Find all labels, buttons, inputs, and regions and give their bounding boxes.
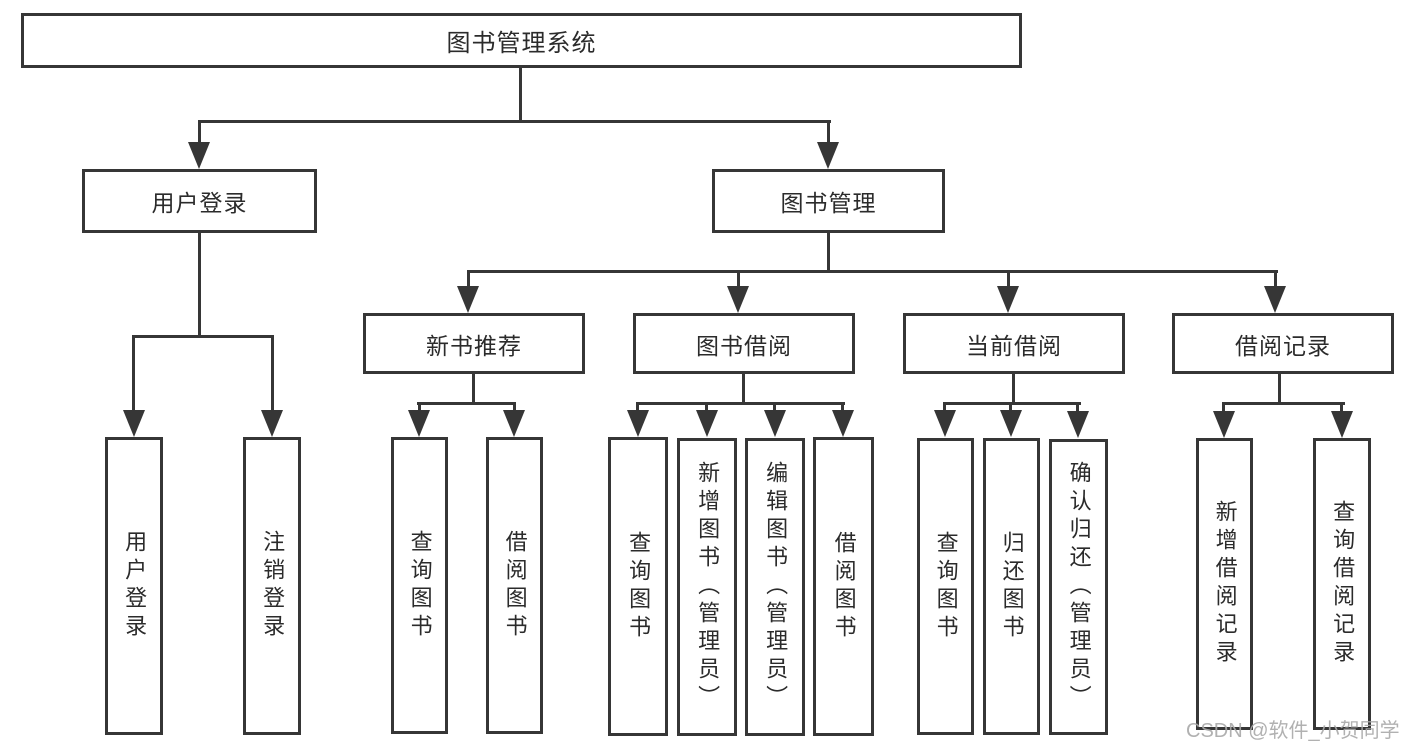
- connector-stem: [1076, 405, 1079, 413]
- connector-stem: [773, 405, 776, 413]
- connector-hline: [943, 402, 1081, 405]
- connector-stem: [271, 338, 274, 412]
- leaf-current-confirm-admin-label: 确认归还（管理员）: [1066, 461, 1092, 713]
- leaf-logout-label: 注销登录: [260, 530, 286, 642]
- connector-stem: [467, 273, 470, 288]
- leaf-borrow-book-label: 借阅图书: [831, 530, 857, 643]
- leaf-borrow-edit-admin: 编辑图书（管理员）: [745, 438, 805, 736]
- leaf-borrow-add-admin-label: 新增图书（管理员）: [695, 461, 721, 713]
- connector-login-vline: [198, 233, 201, 338]
- connector-stem: [513, 405, 516, 413]
- connector-stem: [827, 123, 830, 147]
- leaf-logout: 注销登录: [243, 437, 301, 735]
- node-book-management: 图书管理: [712, 169, 945, 233]
- arrowhead: [696, 410, 718, 437]
- arrowhead: [997, 286, 1019, 313]
- connector-mgmt-hline: [467, 270, 1278, 273]
- arrowhead: [188, 142, 210, 169]
- arrowhead: [457, 286, 479, 313]
- node-borrow-record: 借阅记录: [1172, 313, 1394, 374]
- connector-stem: [1340, 405, 1343, 413]
- arrowhead: [503, 410, 525, 437]
- leaf-newbook-borrow-label: 借阅图书: [502, 529, 528, 642]
- arrowhead: [934, 410, 956, 437]
- arrowhead: [832, 410, 854, 437]
- node-book-borrow-label: 图书借阅: [696, 332, 792, 359]
- connector-stem: [132, 338, 135, 412]
- connector-stem: [943, 405, 946, 413]
- node-root: 图书管理系统: [21, 13, 1022, 68]
- connector-stem: [737, 273, 740, 288]
- arrowhead: [1331, 411, 1353, 438]
- arrowhead: [727, 286, 749, 313]
- leaf-borrow-book: 借阅图书: [813, 437, 874, 736]
- node-current-borrow-label: 当前借阅: [966, 332, 1062, 359]
- arrowhead: [123, 410, 145, 437]
- arrowhead: [627, 410, 649, 437]
- leaf-record-add-label: 新增借阅记录: [1212, 500, 1238, 668]
- connector-mgmt-vline: [827, 233, 830, 273]
- arrowhead: [261, 410, 283, 437]
- leaf-current-query-label: 查询图书: [933, 530, 959, 643]
- connector-hline: [1222, 402, 1345, 405]
- connector-hline: [636, 402, 845, 405]
- leaf-borrow-add-admin: 新增图书（管理员）: [677, 438, 737, 736]
- node-user-login-label: 用户登录: [151, 190, 248, 216]
- leaf-borrow-edit-admin-label: 编辑图书（管理员）: [763, 461, 789, 713]
- arrowhead: [1213, 411, 1235, 438]
- leaf-newbook-borrow: 借阅图书: [486, 437, 543, 734]
- leaf-current-return-label: 归还图书: [999, 530, 1025, 643]
- connector-login-hline: [132, 335, 274, 338]
- leaf-user-login-label: 用户登录: [122, 530, 148, 642]
- arrowhead: [1264, 286, 1286, 313]
- connector-hline: [417, 402, 516, 405]
- connector-stem: [1274, 273, 1277, 288]
- node-new-book-recommend-label: 新书推荐: [426, 332, 522, 359]
- connector-stem: [841, 405, 844, 413]
- leaf-newbook-query: 查询图书: [391, 437, 448, 734]
- arrowhead: [764, 410, 786, 437]
- arrowhead: [1067, 411, 1089, 438]
- connector-vline: [742, 374, 745, 405]
- connector-stem: [198, 123, 201, 147]
- csdn-watermark: CSDN @软件_小贺同学: [1186, 720, 1400, 742]
- connector-vline: [1278, 374, 1281, 405]
- connector-stem: [418, 405, 421, 413]
- connector-root-hline: [198, 120, 831, 123]
- leaf-record-query: 查询借阅记录: [1313, 438, 1371, 730]
- node-current-borrow: 当前借阅: [903, 313, 1125, 374]
- connector-vline: [472, 374, 475, 405]
- connector-root-vline: [519, 68, 522, 123]
- leaf-current-confirm-admin: 确认归还（管理员）: [1049, 439, 1108, 735]
- leaf-current-return: 归还图书: [983, 438, 1040, 735]
- leaf-newbook-query-label: 查询图书: [407, 529, 433, 642]
- node-book-management-label: 图书管理: [780, 190, 877, 216]
- connector-stem: [1007, 273, 1010, 288]
- leaf-borrow-query: 查询图书: [608, 437, 668, 736]
- leaf-borrow-query-label: 查询图书: [626, 530, 652, 643]
- arrowhead: [1000, 410, 1022, 437]
- connector-stem: [636, 405, 639, 413]
- connector-vline: [1012, 374, 1015, 405]
- leaf-user-login: 用户登录: [105, 437, 163, 735]
- node-book-borrow: 图书借阅: [633, 313, 855, 374]
- arrowhead: [817, 142, 839, 169]
- leaf-record-query-label: 查询借阅记录: [1330, 500, 1356, 668]
- connector-stem: [705, 405, 708, 413]
- node-user-login: 用户登录: [82, 169, 317, 233]
- leaf-record-add: 新增借阅记录: [1196, 438, 1253, 730]
- connector-stem: [1222, 405, 1225, 413]
- node-new-book-recommend: 新书推荐: [363, 313, 585, 374]
- node-borrow-record-label: 借阅记录: [1235, 332, 1331, 359]
- connector-stem: [1009, 405, 1012, 413]
- node-root-label: 图书管理系统: [446, 30, 597, 57]
- leaf-current-query: 查询图书: [917, 438, 974, 735]
- arrowhead: [408, 410, 430, 437]
